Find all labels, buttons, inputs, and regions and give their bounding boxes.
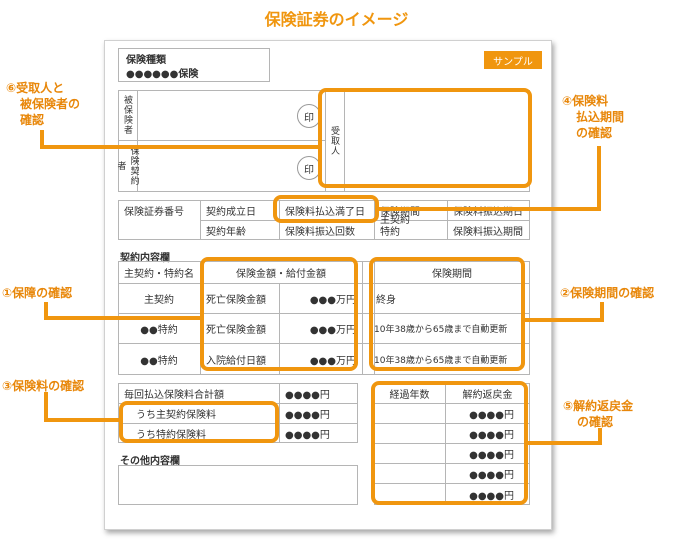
connector-4-rise (597, 146, 601, 211)
table-row-benefit: 入院給付日額 (206, 355, 266, 367)
contract-header-name: 主契約・特約名 (124, 268, 194, 280)
callout-5: ⑤解約返戻金の確認 (563, 399, 634, 429)
list-item: ●●●●円 (469, 469, 514, 481)
payment-count-label: 保険料振込回数 (285, 226, 355, 238)
table-row-name: ●●特約 (140, 355, 178, 367)
table-row-amount: ●●●万円 (309, 324, 356, 336)
insurance-type-label: 保険種類 (126, 54, 166, 66)
contractor-label: 保険契約者 (115, 146, 139, 186)
callout-2: ②保険期間の確認 (560, 286, 655, 300)
table-row-amount: ●●●万円 (309, 355, 356, 367)
page-title: 保険証券のイメージ (264, 10, 409, 29)
contract-section-title: 契約内容欄 (120, 253, 170, 264)
highlight-beneficiary (318, 88, 532, 188)
highlight-payment-end (273, 195, 379, 223)
insured-seal: 印 (297, 104, 321, 128)
connector-1-rise (44, 302, 48, 320)
list-item: ●●●●円 (469, 490, 514, 502)
callout-1: ①保障の確認 (2, 286, 73, 300)
policy-number-label: 保険証券番号 (124, 206, 184, 218)
highlight-coverage (200, 257, 358, 371)
premium-total-value: ●●●●円 (285, 389, 330, 401)
connector-5-rise (598, 428, 602, 445)
table-row-benefit: 死亡保険金額 (206, 324, 266, 336)
surrender-header-value: 解約返戻金 (462, 389, 513, 401)
connector-6-drop (40, 130, 44, 149)
premium-main-value: ●●●●円 (285, 409, 330, 421)
premium-due-label: 保険料振込期日 (453, 206, 523, 218)
contract-header-period: 保険期間 (432, 268, 472, 280)
surrender-header-years: 経過年数 (389, 389, 430, 401)
connector-1 (44, 316, 202, 320)
table-row-period: 10年38歳から65歳まで自動更新 (374, 324, 508, 335)
premium-rider-label: うち特約保険料 (136, 429, 206, 441)
contractor-seal: 印 (297, 156, 321, 180)
connector-6 (40, 145, 320, 149)
premium-rider-value: ●●●●円 (285, 429, 330, 441)
policy-period-label: 保険期間 (380, 206, 420, 218)
list-item: ●●●●円 (469, 409, 514, 421)
connector-2 (524, 318, 604, 322)
highlight-period (369, 257, 525, 371)
main-contract-label: 主契約 (380, 214, 410, 226)
callout-4: ④保険料払込期間の確認 (562, 94, 625, 140)
sample-badge: サンプル (484, 51, 542, 69)
table-row-name: ●●特約 (140, 324, 178, 336)
connector-3 (44, 418, 122, 422)
connector-2-rise (600, 302, 604, 322)
table-row-period: 10年38歳から65歳まで自動更新 (374, 355, 508, 366)
list-item: ●●●●円 (469, 429, 514, 441)
premium-total-label: 毎回払込保険料合計額 (124, 389, 224, 401)
table-row-period: 終身 (376, 294, 396, 306)
callout-6: ⑥受取人と被保険者の確認 (6, 81, 81, 127)
premium-main-label: うち主契約保険料 (136, 409, 216, 421)
contract-date-label: 契約成立日 (206, 206, 256, 218)
certificate-paper (104, 40, 552, 530)
insurance-type-value: ●●●●●●保険 (126, 68, 199, 80)
table-row-name: 主契約 (144, 294, 174, 306)
table-row-benefit: 死亡保険金額 (206, 294, 266, 306)
insured-label: 被保険者 (122, 95, 132, 135)
other-content-box (118, 465, 358, 505)
highlight-premium (119, 401, 279, 443)
rider-label: 特約 (380, 226, 400, 238)
insurance-type-box (118, 48, 270, 82)
payment-end-label: 保険料払込満了日 (285, 206, 365, 218)
callout-3: ③保険料の確認 (2, 379, 85, 393)
beneficiary-label: 受取人 (329, 126, 339, 156)
payment-period-label: 保険料振込期間 (453, 226, 523, 238)
connector-5 (527, 441, 602, 445)
connector-3-rise (44, 392, 48, 422)
other-section-title: その他内容欄 (120, 456, 180, 467)
highlight-surrender (371, 381, 528, 505)
table-row-amount: ●●●万円 (309, 294, 356, 306)
contract-age-label: 契約年齢 (206, 226, 246, 238)
contract-header-benefit: 保険金額・給付金額 (236, 268, 326, 280)
list-item: ●●●●円 (469, 449, 514, 461)
connector-4 (378, 207, 600, 211)
